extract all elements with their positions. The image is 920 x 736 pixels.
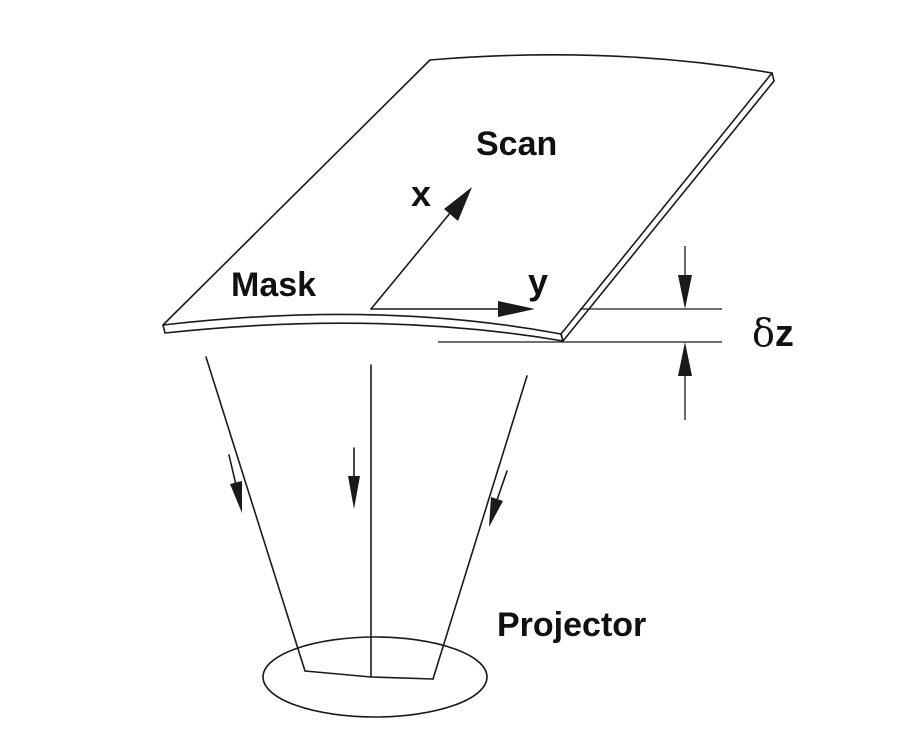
y-axis-arrow — [370, 301, 535, 317]
mask-plate-front-edge — [162, 322, 564, 342]
scan-label: Scan — [476, 125, 557, 163]
projector-lens — [262, 636, 488, 718]
cone-left-line — [205, 356, 306, 672]
y-axis-label: y — [528, 261, 548, 302]
projector-label: Projector — [497, 606, 646, 644]
delta-symbol: δ — [752, 311, 775, 355]
left-ray-arrow — [228, 454, 242, 513]
delta-z-top-arrow — [678, 246, 692, 309]
mask-label: Mask — [231, 266, 316, 304]
right-ray-arrow — [489, 470, 508, 527]
cone-right-line — [432, 375, 528, 680]
delta-variable: z — [775, 313, 794, 355]
x-axis-arrow — [370, 187, 472, 310]
mask-plate-right-edge — [560, 72, 775, 342]
projector-aperture — [304, 670, 434, 680]
delta-z-bottom-arrow — [678, 342, 692, 420]
delta-z-label: δz — [752, 311, 794, 355]
x-axis-label: x — [411, 173, 431, 214]
center-ray-arrow — [348, 447, 360, 509]
